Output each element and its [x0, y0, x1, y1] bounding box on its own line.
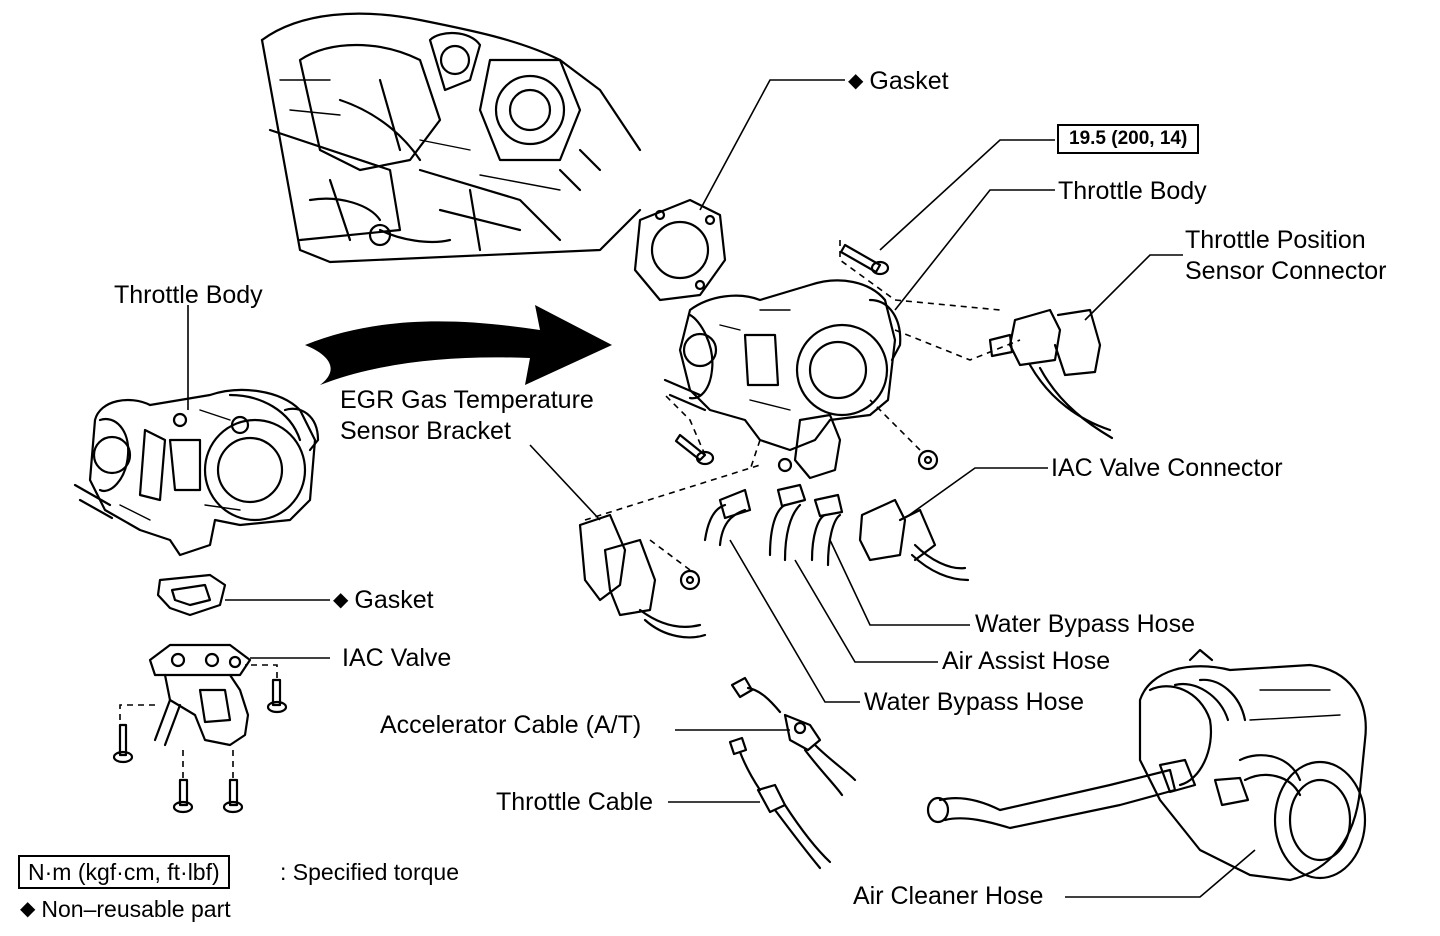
label-gasket-top-text: Gasket [869, 67, 949, 95]
label-tps-connector-line1: Throttle Position [1185, 226, 1366, 254]
legend-torque-desc: : Specified torque [280, 859, 460, 885]
accelerator-cable-drawing [730, 676, 857, 797]
legend-non-reusable: ◆Non–reusable part [20, 894, 231, 926]
label-throttle-body-right: Throttle Body [1058, 177, 1207, 205]
label-gasket-left-text: Gasket [354, 586, 434, 614]
label-water-bypass-hose-1: Water Bypass Hose [975, 610, 1195, 638]
legend-torque-unit-box: N·m (kgf·cm, ft·lbf) [18, 855, 230, 889]
label-iac-valve: IAC Valve [342, 644, 452, 672]
left-gasket-drawing [156, 573, 227, 617]
engine-context-sketch [260, 12, 642, 264]
label-throttle-body-left: Throttle Body [114, 281, 263, 309]
label-gasket-left: ◆Gasket [333, 585, 434, 617]
egr-bracket-drawing [578, 464, 761, 639]
label-iac-valve-connector: IAC Valve Connector [1051, 454, 1283, 482]
label-tps-connector-line2: Sensor Connector [1185, 257, 1387, 285]
label-egr-bracket-line1: EGR Gas Temperature [340, 386, 594, 414]
label-air-cleaner-hose: Air Cleaner Hose [853, 882, 1044, 910]
hoses-drawing [703, 483, 844, 567]
leader-lines [187, 79, 1256, 898]
non-reusable-diamond-icon: ◆ [20, 898, 36, 920]
direction-arrow [305, 305, 612, 385]
label-air-assist-hose: Air Assist Hose [942, 647, 1111, 675]
label-egr-bracket-line2: Sensor Bracket [340, 417, 511, 445]
throttle-cable-drawing [728, 736, 832, 870]
air-cleaner-hose-drawing [926, 648, 1367, 882]
non-reusable-diamond-icon: ◆ [333, 589, 349, 611]
label-water-bypass-hose-2: Water Bypass Hose [864, 688, 1084, 716]
label-throttle-cable: Throttle Cable [496, 788, 654, 816]
label-accelerator-cable: Accelerator Cable (A/T) [380, 711, 642, 739]
top-gasket-drawing [633, 198, 727, 302]
left-throttle-body-drawing [73, 388, 320, 557]
legend-non-reusable-text: Non–reusable part [41, 896, 231, 922]
right-throttle-body-drawing [663, 240, 1021, 480]
label-gasket-top: ◆Gasket [848, 66, 949, 98]
non-reusable-diamond-icon: ◆ [848, 70, 864, 92]
tps-connector-drawing [988, 308, 1114, 440]
torque-spec-box: 19.5 (200, 14) [1057, 124, 1200, 154]
iac-valve-drawing [112, 643, 288, 814]
